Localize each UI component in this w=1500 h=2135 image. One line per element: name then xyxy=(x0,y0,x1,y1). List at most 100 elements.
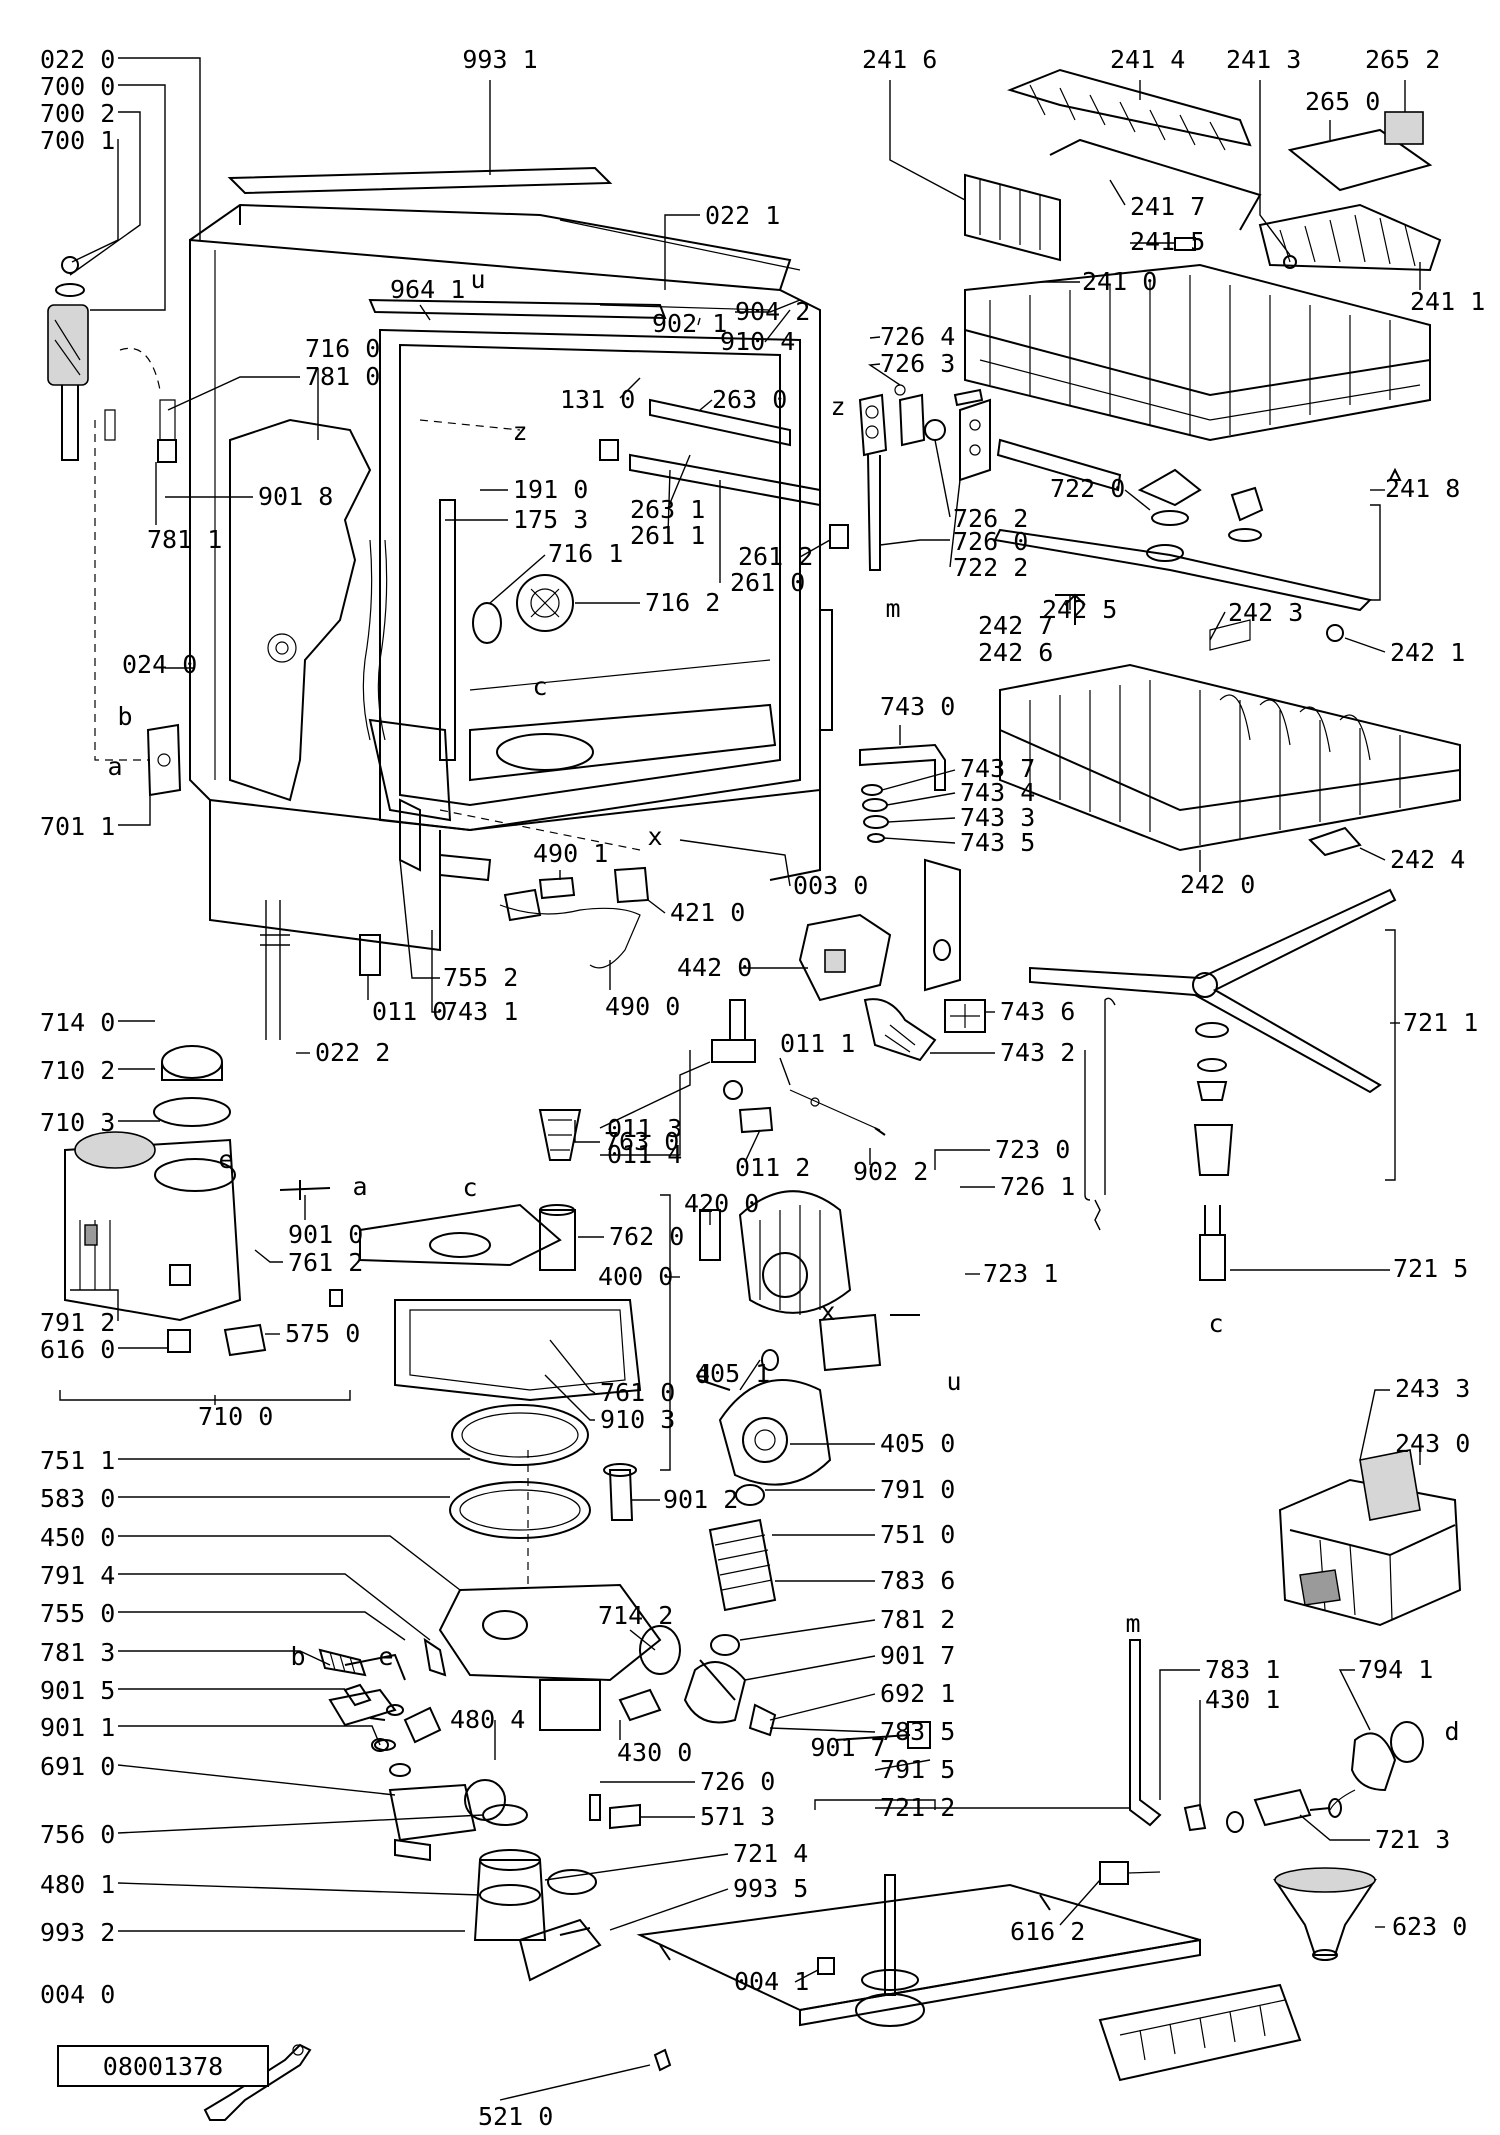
lower-basket xyxy=(999,593,1461,857)
callout-label: 575 0 xyxy=(285,1319,360,1348)
callout-label: 011 3 xyxy=(607,1114,682,1143)
callout-label: 405 0 xyxy=(880,1429,955,1458)
callout-leader xyxy=(744,1129,761,1163)
callout-label: 022 0 xyxy=(40,45,115,74)
callout-label: 241 6 xyxy=(862,45,937,74)
callout-label: 721 2 xyxy=(880,1793,955,1822)
callout-label: 710 2 xyxy=(40,1056,115,1085)
callout-label: 616 2 xyxy=(1010,1917,1085,1946)
callout-label: 902 1 xyxy=(652,309,727,338)
funnel xyxy=(1273,1867,1377,1961)
drain-outlet xyxy=(473,1794,641,1982)
letter-mark-x: x xyxy=(647,822,662,851)
letter-mark-z: z xyxy=(830,392,845,421)
callout-label: 722 2 xyxy=(953,553,1028,582)
callout-label: 480 1 xyxy=(40,1870,115,1899)
filter-sump xyxy=(359,1203,662,1731)
hose-connector-assembly xyxy=(1129,1639,1424,1833)
callout-leader xyxy=(419,304,431,321)
callout-label: 901 0 xyxy=(288,1220,363,1249)
callout-label: 904 2 xyxy=(735,297,810,326)
callout-label: 265 2 xyxy=(1365,45,1440,74)
callout-leader xyxy=(679,839,791,887)
cabinet-frame xyxy=(189,166,849,952)
callout-leader xyxy=(90,84,166,311)
callout-leader xyxy=(254,1249,283,1263)
callout-label: 583 0 xyxy=(40,1484,115,1513)
callout-label: 571 3 xyxy=(700,1802,775,1831)
letter-mark-c: c xyxy=(532,672,547,701)
callout-leader xyxy=(799,539,831,558)
callout-leader xyxy=(744,1655,876,1681)
letter-mark-x: x xyxy=(820,1297,835,1326)
callout-label: 901 1 xyxy=(40,1713,115,1742)
letter-mark-e: e xyxy=(378,1642,393,1671)
callout-label: 011 0 xyxy=(372,997,447,1026)
callout-label: 241 5 xyxy=(1130,227,1205,256)
callout-label: 710 0 xyxy=(198,1402,273,1431)
callout-label: 726 3 xyxy=(880,349,955,378)
callout-label: 521 0 xyxy=(478,2102,553,2130)
letter-mark-u: u xyxy=(946,1367,961,1396)
callout-leader xyxy=(1259,80,1291,256)
callout-label: 964 1 xyxy=(390,275,465,304)
callout-label: 743 4 xyxy=(960,778,1035,807)
callout-label: 241 8 xyxy=(1385,474,1460,503)
callout-leader xyxy=(1059,1879,1101,1926)
callout-label: 726 1 xyxy=(1000,1172,1075,1201)
callout-label: 763 0 xyxy=(604,1127,679,1156)
callout-label: 791 2 xyxy=(40,1308,115,1337)
callout-label: 726 0 xyxy=(953,527,1028,556)
callout-label: 761 0 xyxy=(600,1378,675,1407)
callout-label: 910 4 xyxy=(720,327,795,356)
callout-label: 430 1 xyxy=(1205,1685,1280,1714)
callout-leader xyxy=(118,1725,381,1746)
callout-leader xyxy=(619,377,641,399)
callout-label: 243 3 xyxy=(1395,1374,1470,1403)
vent-duct xyxy=(798,743,986,1062)
callout-leader xyxy=(934,439,951,518)
callout-leader xyxy=(883,837,956,844)
callout-leader xyxy=(1159,1669,1200,1800)
callout-label: 791 5 xyxy=(880,1755,955,1784)
letter-mark-d: d xyxy=(1444,1717,1459,1746)
callout-leader xyxy=(949,479,961,568)
callout-label: 261 0 xyxy=(730,568,805,597)
callout-label: 781 3 xyxy=(40,1638,115,1667)
callout-label: 716 0 xyxy=(305,334,380,363)
callout-leader xyxy=(431,930,440,1013)
callout-label: 910 3 xyxy=(600,1405,675,1434)
callout-leader xyxy=(118,57,201,240)
callout-leader xyxy=(769,1693,876,1721)
letter-mark-m: m xyxy=(1125,1609,1140,1638)
callout-label: 726 0 xyxy=(700,1767,775,1796)
callout-label: 701 1 xyxy=(40,812,115,841)
callout-label: 241 3 xyxy=(1226,45,1301,74)
callout-leader xyxy=(1338,1669,1371,1731)
callout-leader xyxy=(647,899,666,914)
callout-label: 721 5 xyxy=(1393,1254,1468,1283)
callout-leader xyxy=(739,1619,876,1641)
base-plate xyxy=(636,1861,1201,2072)
callout-leader xyxy=(399,859,440,979)
callout-leader xyxy=(118,1535,461,1591)
callout-leader xyxy=(699,399,713,411)
callout-leader xyxy=(117,1764,396,1796)
callout-label: 901 8 xyxy=(258,482,333,511)
circulation-pump xyxy=(699,1190,920,1486)
cutlery-basket xyxy=(1278,1449,1462,1627)
callout-label: 490 1 xyxy=(533,839,608,868)
callout-label: 263 0 xyxy=(712,385,787,414)
callout-label: 242 1 xyxy=(1390,638,1465,667)
callout-label: 743 0 xyxy=(880,692,955,721)
callout-label: 743 3 xyxy=(960,803,1035,832)
callout-leader xyxy=(1344,637,1386,653)
callout-leader xyxy=(697,317,701,326)
callout-label: 242 4 xyxy=(1390,845,1465,874)
callout-leader xyxy=(1124,489,1151,511)
letter-mark-e: e xyxy=(218,1145,233,1174)
callout-leader xyxy=(739,1359,761,1391)
callout-leader xyxy=(167,376,300,411)
